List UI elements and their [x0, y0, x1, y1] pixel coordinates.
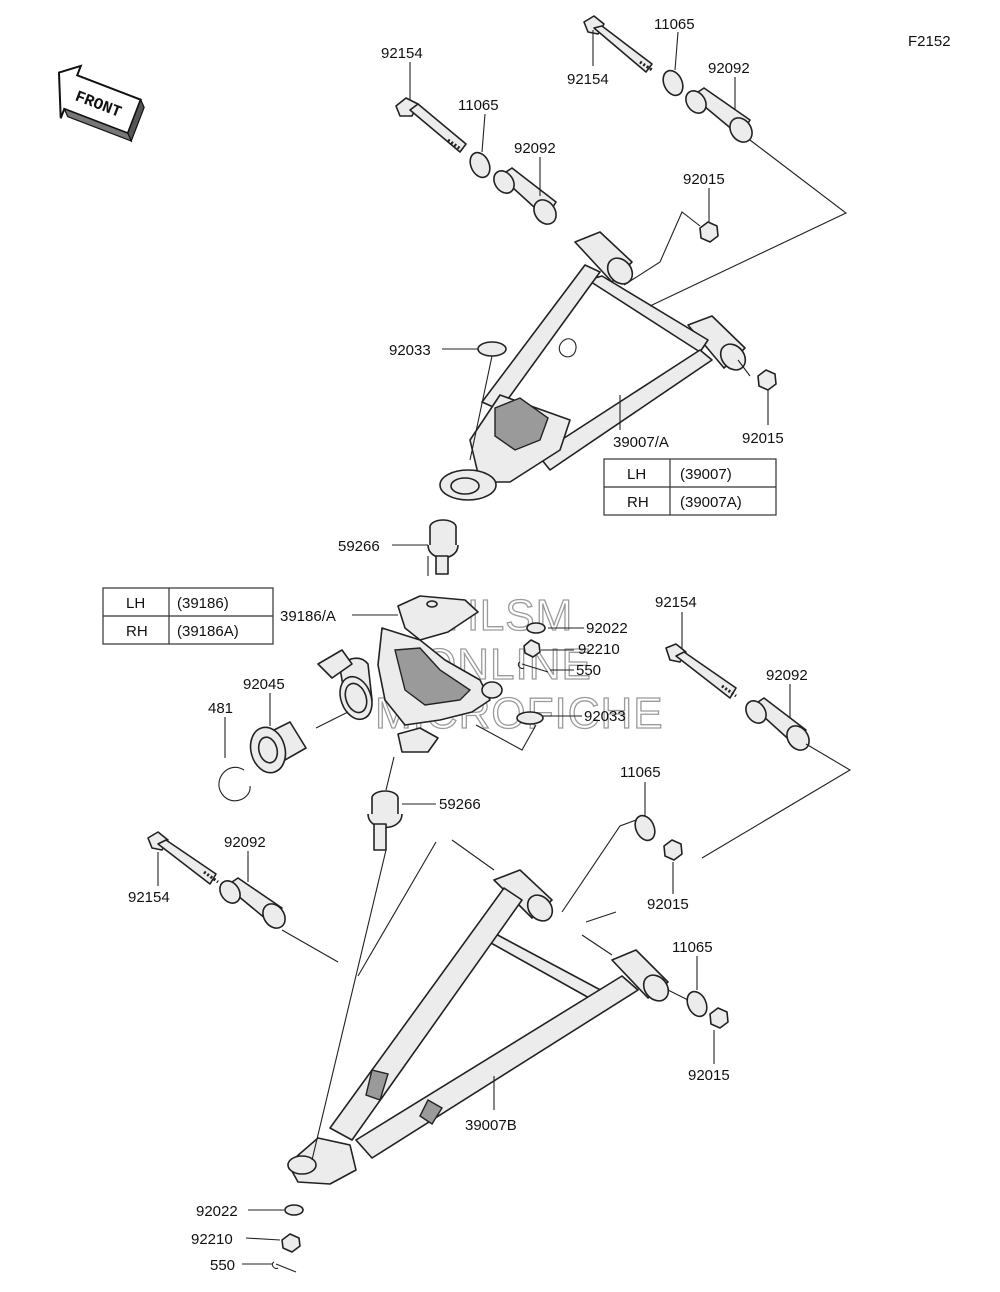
knuckle-table-row2-part: (39186A) [177, 623, 239, 640]
callout-upper-right-washer: 11065 [654, 16, 695, 33]
callout-lower-ball-joint: 59266 [439, 796, 481, 813]
upper-table-row2-side: RH [627, 494, 649, 511]
leader-lines [157, 30, 852, 1265]
knuckle-cotter-pin [517, 661, 549, 673]
lower-ball-joint [367, 790, 403, 851]
mid-right-bolt [665, 643, 737, 699]
callout-knuckle-nut: 92210 [578, 641, 620, 658]
callout-bottom-cotter: 550 [210, 1257, 235, 1274]
knuckle-table-row1-side: LH [126, 595, 145, 612]
lower-washer-b [686, 990, 708, 1018]
upper-table-row1-part: (39007) [680, 466, 732, 483]
upper-left-bolt [395, 97, 467, 153]
callout-upper-nut-b: 92015 [742, 430, 784, 447]
wheel-bearing [249, 721, 307, 774]
callout-knuckle-clip: 92033 [584, 708, 626, 725]
callout-lower-nut-b: 92015 [688, 1067, 730, 1084]
upper-ball-joint [427, 519, 459, 575]
bottom-cotter-pin [271, 1261, 297, 1273]
front-arrow-icon: FRONT [57, 64, 145, 143]
lower-left-bushing [219, 877, 286, 929]
callout-mid-right-bolt: 92154 [655, 594, 697, 611]
callout-lower-left-bushing: 92092 [224, 834, 266, 851]
knuckle-table: LH (39186) RH (39186A) [102, 587, 274, 645]
mid-right-bushing [745, 697, 810, 751]
upper-a-arm [439, 231, 747, 501]
knuckle-nut [523, 639, 541, 658]
upper-left-washer [469, 151, 491, 179]
knuckle-clip [516, 711, 544, 725]
callout-bottom-washer: 92022 [196, 1203, 238, 1220]
upper-table-row2-part: (39007A) [680, 494, 742, 511]
callout-knuckle: 39186/A [280, 608, 336, 625]
callout-upper-right-bolt: 92154 [567, 71, 609, 88]
callout-upper-nut-a: 92015 [683, 171, 725, 188]
callout-knuckle-washer: 92022 [586, 620, 628, 637]
upper-table-row1-side: LH [627, 466, 646, 483]
callout-mid-right-bushing: 92092 [766, 667, 808, 684]
lower-left-bolt [147, 831, 219, 885]
callout-upper-arm: 39007/A [613, 434, 669, 451]
upper-clip [477, 341, 507, 357]
callout-upper-right-bushing: 92092 [708, 60, 750, 77]
knuckle-table-row1-part: (39186) [177, 595, 229, 612]
steering-knuckle [317, 595, 503, 753]
knuckle-table-row2-side: RH [126, 623, 148, 640]
callout-upper-left-bolt: 92154 [381, 45, 423, 62]
callout-upper-left-washer: 11065 [458, 97, 499, 114]
knuckle-washer [526, 622, 546, 634]
upper-arm-table: LH (39007) RH (39007A) [603, 458, 777, 516]
bottom-washer [284, 1204, 304, 1216]
callout-snap-ring: 481 [208, 700, 233, 717]
callout-upper-left-bushing: 92092 [514, 140, 556, 157]
callout-knuckle-cotter: 550 [576, 662, 601, 679]
upper-right-bushing [685, 87, 753, 143]
lower-nut-b [709, 1007, 729, 1029]
callout-bottom-nut: 92210 [191, 1231, 233, 1248]
upper-nut-a [699, 221, 719, 243]
upper-nut-b [757, 369, 777, 391]
upper-left-bushing [493, 167, 557, 225]
lower-a-arm [287, 869, 670, 1185]
snap-ring [218, 767, 251, 802]
callout-labels: 92154 11065 92092 92154 11065 92092 9201… [128, 16, 808, 1274]
callout-lower-washer-b: 11065 [672, 939, 713, 956]
callout-lower-left-bolt: 92154 [128, 889, 170, 906]
lower-nut-a [663, 839, 683, 861]
callout-upper-clip: 92033 [389, 342, 431, 359]
callout-lower-nut-a: 92015 [647, 896, 689, 913]
callout-bearing: 92045 [243, 676, 285, 693]
upper-right-bolt [583, 15, 653, 73]
figure-code: F2152 [908, 33, 951, 50]
bottom-nut [281, 1233, 301, 1253]
callout-lower-washer-a: 11065 [620, 764, 661, 781]
lower-washer-a [634, 814, 656, 842]
callout-upper-ball-joint: 59266 [338, 538, 380, 555]
upper-right-washer [662, 69, 684, 97]
callout-lower-arm: 39007B [465, 1117, 517, 1134]
